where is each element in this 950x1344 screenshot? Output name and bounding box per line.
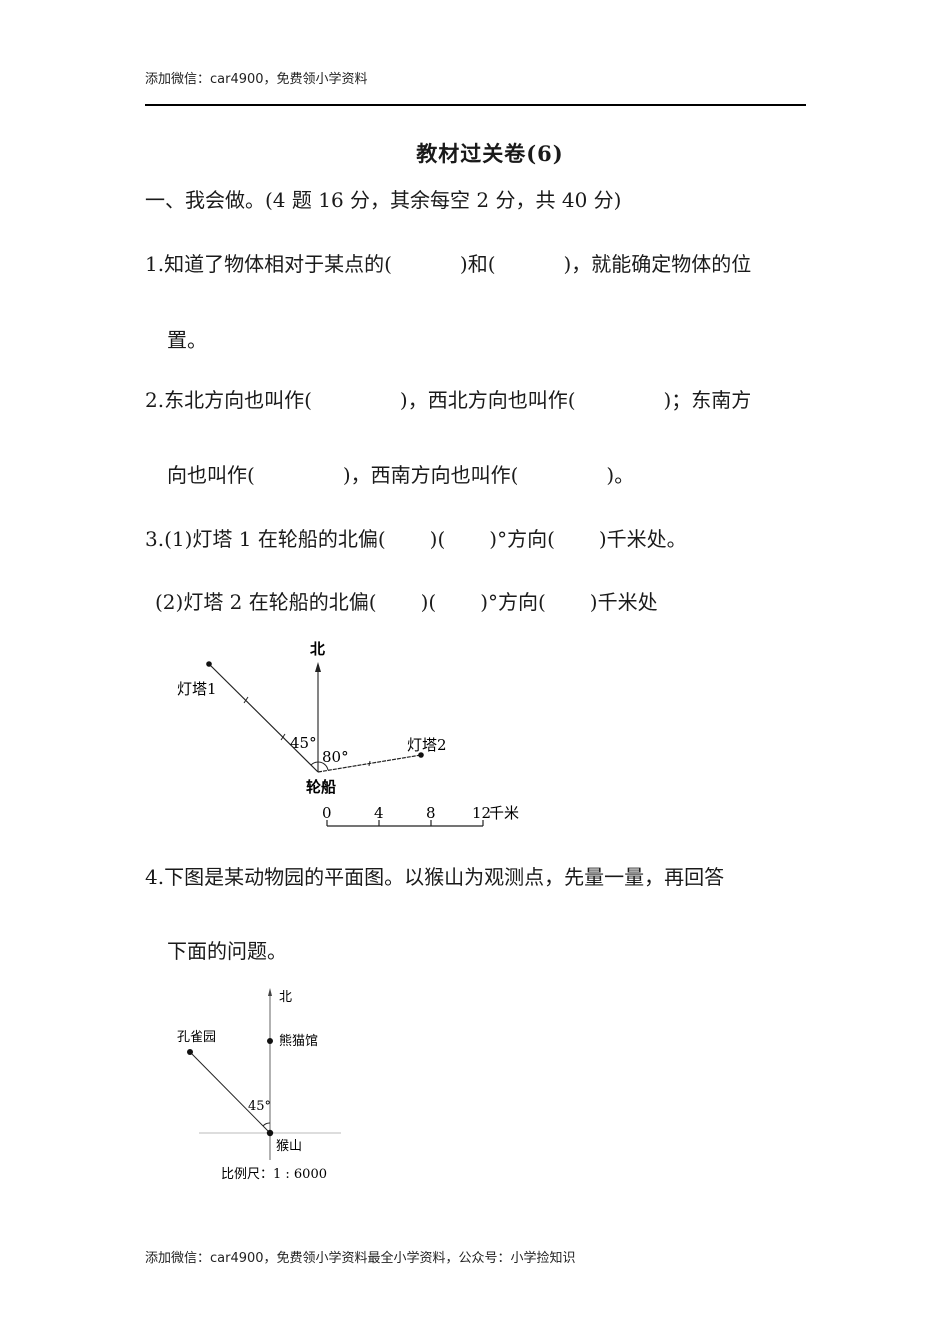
lighthouse2-label: 灯塔2	[407, 736, 447, 754]
q2-text-f: )。	[606, 463, 635, 487]
scale-unit-label: 千米	[489, 804, 519, 822]
q1-text-a: 1.知道了物体相对于某点的(	[145, 252, 392, 276]
zoo-scale-label: 比例尺：1 : 6000	[221, 1167, 327, 1182]
header-note: 添加微信：car4900，免费领小学资料	[145, 72, 368, 87]
q1-text-c: )，就能确定物体的位	[563, 252, 752, 276]
question-4-line-2: 下面的问题。	[167, 939, 287, 963]
lighthouse1-label: 灯塔1	[177, 680, 217, 698]
scale-tick-label: 12	[472, 804, 491, 822]
header-divider	[145, 104, 806, 106]
zoo-north-arrow-icon	[268, 988, 272, 996]
question-3-part-2: (2)灯塔 2 在轮船的北偏( )( )°方向( )千米处	[155, 592, 658, 612]
lighthouse2-dot	[418, 752, 424, 758]
scale-tick-label: 0	[322, 804, 332, 822]
angle-45-label: 45°	[290, 734, 317, 752]
question-1-line-1: 1.知道了物体相对于某点的( )和( )，就能确定物体的位	[145, 254, 751, 274]
q2-text-b: )，西北方向也叫作(	[399, 388, 576, 412]
question-3-part-1: 3.(1)灯塔 1 在轮船的北偏( )( )°方向( )千米处。	[145, 529, 687, 549]
lighthouse1-dot	[206, 661, 212, 667]
q3-2-text-d: )千米处	[589, 590, 658, 614]
zoo-angle-arc	[262, 1122, 271, 1127]
q3-1-text-d: )千米处。	[598, 527, 687, 551]
q3-1-text-a: 3.(1)灯塔 1 在轮船的北偏(	[145, 527, 386, 551]
scale-tick-label: 8	[426, 804, 436, 822]
scale-tick-label: 4	[374, 804, 384, 822]
angle-arc-45	[310, 761, 319, 766]
q1-text-b: )和(	[459, 252, 496, 276]
north-label: 北	[310, 640, 325, 658]
q2-text-e: )，西南方向也叫作(	[342, 463, 519, 487]
q2-text-c: )；东南方	[663, 388, 752, 412]
monkey-label: 猴山	[276, 1139, 302, 1154]
angle-arc-80	[317, 761, 329, 771]
section-heading: 一、我会做。(4 题 16 分，其余每空 2 分，共 40 分)	[145, 188, 622, 212]
tick-mark	[243, 696, 249, 704]
page-title: 教材过关卷(6)	[416, 141, 564, 166]
tick-mark	[368, 760, 371, 767]
peacock-dot	[187, 1049, 193, 1055]
peacock-line	[189, 1051, 271, 1134]
question-1-line-2: 置。	[167, 328, 207, 352]
question-2-line-1: 2.东北方向也叫作( )，西北方向也叫作( )；东南方	[145, 390, 751, 410]
question-2-line-2: 向也叫作( )，西南方向也叫作( )。	[167, 465, 634, 485]
footer-note: 添加微信：car4900，免费领小学资料最全小学资料，公众号：小学捡知识	[145, 1251, 576, 1266]
ship-label: 轮船	[306, 778, 336, 796]
panda-dot	[267, 1038, 273, 1044]
lighthouse1-line	[208, 663, 319, 773]
q3-1-text-b: )(	[429, 527, 446, 551]
q3-2-text-a: (2)灯塔 2 在轮船的北偏(	[155, 590, 377, 614]
q3-2-text-c: )°方向(	[480, 590, 546, 614]
q3-1-text-c: )°方向(	[489, 527, 555, 551]
zoo-north-label: 北	[279, 990, 292, 1005]
north-arrow-icon	[315, 662, 321, 672]
q2-text-a: 2.东北方向也叫作(	[145, 388, 312, 412]
peacock-label: 孔雀园	[177, 1030, 216, 1045]
monkey-dot	[266, 1129, 274, 1137]
q3-2-text-b: )(	[420, 590, 437, 614]
panda-label: 熊猫馆	[279, 1033, 318, 1049]
tick-mark	[280, 733, 286, 741]
angle-80-label: 80°	[322, 748, 349, 766]
question-4-line-1: 4.下图是某动物园的平面图。以猴山为观测点，先量一量，再回答	[145, 865, 725, 889]
q2-text-d: 向也叫作(	[167, 463, 255, 487]
zoo-angle-label: 45°	[248, 1099, 271, 1114]
